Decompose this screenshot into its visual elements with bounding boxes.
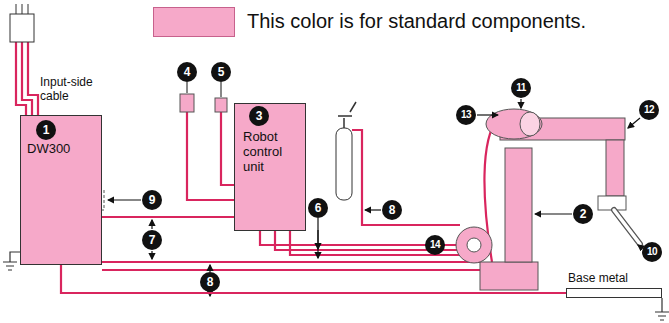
unit-box: DW300 xyxy=(20,115,102,265)
node-text: Robot control unit xyxy=(243,130,303,175)
callout-number: 14 xyxy=(425,235,445,255)
callout-number: 6 xyxy=(308,198,328,218)
callout-number: 4 xyxy=(177,62,197,82)
callout-number: 9 xyxy=(142,190,162,210)
cable-connector xyxy=(102,216,234,218)
callout-number: 3 xyxy=(249,106,269,126)
callout-number: 2 xyxy=(573,204,593,224)
callout-number: 1 xyxy=(36,120,56,140)
legend-swatch xyxy=(153,7,235,37)
callout-number: 13 xyxy=(456,105,476,125)
callout-number: 12 xyxy=(639,100,659,120)
node-text: DW300 xyxy=(27,142,97,157)
part-label: Input-side cable xyxy=(40,76,104,104)
callout-number: 11 xyxy=(511,78,531,98)
callout-number: 5 xyxy=(211,62,231,82)
node-text: Base metal xyxy=(568,272,662,286)
callout-number: 8 xyxy=(200,272,220,292)
cable-connector xyxy=(61,265,566,293)
legend-text: This color is for standard components. xyxy=(247,10,586,33)
unit-box: Robot control unit xyxy=(234,103,306,231)
callout-number: 8 xyxy=(382,200,402,220)
base-metal-plate xyxy=(566,288,662,298)
callout-number: 7 xyxy=(142,230,162,250)
base-metal: Base metal xyxy=(566,272,662,298)
callout-number: 10 xyxy=(642,242,662,262)
